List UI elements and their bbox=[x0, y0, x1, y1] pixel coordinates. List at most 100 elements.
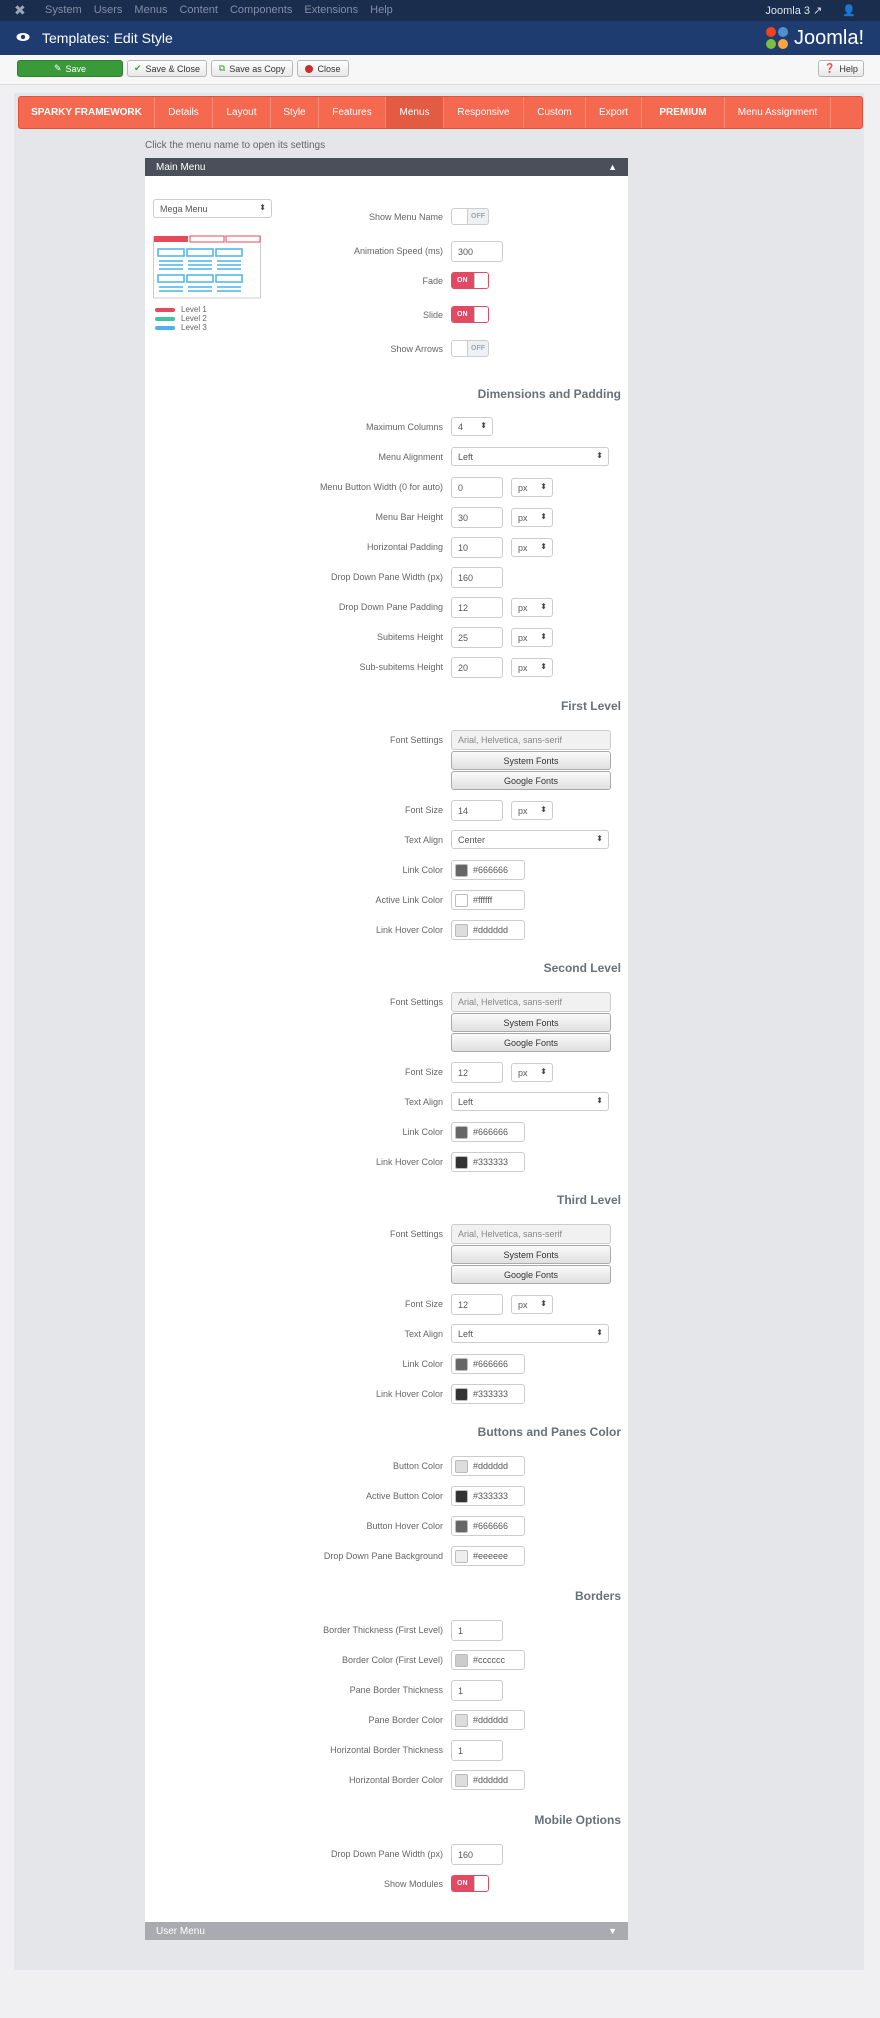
second-text-align-select[interactable]: Left⬍ bbox=[451, 1092, 609, 1111]
save-copy-button[interactable]: ⧉Save as Copy bbox=[211, 60, 293, 77]
tab-details[interactable]: Details bbox=[155, 97, 213, 128]
menu-system[interactable]: System bbox=[45, 4, 82, 16]
button-hover-color-picker[interactable]: #666666 bbox=[451, 1516, 525, 1536]
toggle-state: OFF bbox=[471, 213, 485, 220]
site-link[interactable]: Joomla 3 ↗ bbox=[765, 4, 822, 17]
save-close-button[interactable]: ✔Save & Close bbox=[127, 60, 207, 77]
first-font-settings-field[interactable]: Arial, Helvetica, sans-serif bbox=[451, 730, 611, 750]
second-font-settings-field[interactable]: Arial, Helvetica, sans-serif bbox=[451, 992, 611, 1012]
tab-sparky-framework[interactable]: SPARKY FRAMEWORK bbox=[19, 97, 155, 128]
third-text-align-select[interactable]: Left⬍ bbox=[451, 1324, 609, 1343]
button-width-unit-select[interactable]: px⬍ bbox=[511, 478, 553, 497]
subitems-height-input[interactable]: 25 bbox=[451, 627, 503, 648]
menu-components[interactable]: Components bbox=[229, 4, 293, 16]
third-font-settings-label: Font Settings bbox=[389, 1229, 443, 1239]
tab-menu-assignment[interactable]: Menu Assignment bbox=[725, 97, 831, 128]
bar-height-input[interactable]: 30 bbox=[451, 507, 503, 528]
second-font-size-unit-select[interactable]: px⬍ bbox=[511, 1063, 553, 1082]
menu-type-select[interactable]: Mega Menu⬍ bbox=[153, 199, 272, 218]
show-modules-toggle[interactable]: ON bbox=[451, 1875, 489, 1892]
show-arrows-toggle[interactable]: OFF bbox=[451, 340, 489, 357]
menu-content[interactable]: Content bbox=[179, 4, 218, 16]
subitems-height-unit-select[interactable]: px⬍ bbox=[511, 628, 553, 647]
mobile-pane-width-input[interactable]: 160 bbox=[451, 1844, 503, 1865]
menu-alignment-label: Menu Alignment bbox=[378, 452, 443, 462]
third-link-hover-color-picker[interactable]: #333333 bbox=[451, 1384, 525, 1404]
level-3-swatch bbox=[155, 325, 175, 330]
h-padding-unit-select[interactable]: px⬍ bbox=[511, 538, 553, 557]
first-active-link-color-picker[interactable]: #ffffff bbox=[451, 890, 525, 910]
h-border-thickness-input[interactable]: 1 bbox=[451, 1740, 503, 1761]
max-columns-select[interactable]: 4⬍ bbox=[451, 417, 493, 436]
h-border-color-picker[interactable]: #dddddd bbox=[451, 1770, 525, 1790]
pane-width-input[interactable]: 160 bbox=[451, 567, 503, 588]
joomla-icon[interactable]: ✖ bbox=[14, 2, 26, 18]
bar-height-unit-select[interactable]: px⬍ bbox=[511, 508, 553, 527]
menu-type-value: Mega Menu bbox=[160, 203, 208, 214]
save-button[interactable]: ✎Save bbox=[17, 60, 123, 77]
help-button[interactable]: ❓Help bbox=[818, 60, 864, 77]
third-font-size-unit-select[interactable]: px⬍ bbox=[511, 1295, 553, 1314]
first-text-align-select[interactable]: Center⬍ bbox=[451, 830, 609, 849]
unit-value: px bbox=[518, 482, 528, 493]
unit-value: px bbox=[518, 805, 528, 816]
subsubitems-height-input[interactable]: 20 bbox=[451, 657, 503, 678]
first-font-size-input[interactable]: 14 bbox=[451, 800, 503, 821]
third-font-size-label: Font Size bbox=[404, 1299, 443, 1309]
first-font-size-unit-select[interactable]: px ⬍ bbox=[511, 801, 553, 820]
close-button[interactable]: Close bbox=[297, 60, 349, 77]
user-icon[interactable]: 👤 bbox=[842, 5, 856, 17]
second-system-fonts-button[interactable]: System Fonts bbox=[451, 1013, 611, 1032]
user-menu-accordion[interactable]: User Menu▼ bbox=[145, 1922, 628, 1940]
pane-padding-input[interactable]: 12 bbox=[451, 597, 503, 618]
pane-border-thickness-input[interactable]: 1 bbox=[451, 1680, 503, 1701]
button-color-picker[interactable]: #dddddd bbox=[451, 1456, 525, 1476]
first-system-fonts-button[interactable]: System Fonts bbox=[451, 751, 611, 770]
tab-menus[interactable]: Menus bbox=[386, 97, 444, 128]
menu-menus[interactable]: Menus bbox=[134, 4, 168, 16]
pane-width-label: Drop Down Pane Width (px) bbox=[330, 572, 443, 582]
third-google-fonts-button[interactable]: Google Fonts bbox=[451, 1265, 611, 1284]
third-system-fonts-button[interactable]: System Fonts bbox=[451, 1245, 611, 1264]
tab-premium[interactable]: PREMIUM bbox=[642, 97, 725, 128]
animation-speed-input[interactable]: 300 bbox=[451, 241, 503, 262]
pane-border-color-picker[interactable]: #dddddd bbox=[451, 1710, 525, 1730]
tab-export[interactable]: Export bbox=[586, 97, 642, 128]
show-modules-label: Show Modules bbox=[383, 1879, 443, 1889]
first-google-fonts-button[interactable]: Google Fonts bbox=[451, 771, 611, 790]
border-color-first-picker[interactable]: #cccccc bbox=[451, 1650, 525, 1670]
show-menu-name-toggle[interactable]: OFF bbox=[451, 208, 489, 225]
unit-value: px bbox=[518, 632, 528, 643]
slide-toggle[interactable]: ON bbox=[451, 306, 489, 323]
subsubitems-height-unit-select[interactable]: px⬍ bbox=[511, 658, 553, 677]
first-active-link-color-label: Active Link Color bbox=[375, 895, 443, 905]
tab-responsive[interactable]: Responsive bbox=[444, 97, 524, 128]
pane-bg-color-picker[interactable]: #eeeeee bbox=[451, 1546, 525, 1566]
tab-features[interactable]: Features bbox=[319, 97, 386, 128]
menu-alignment-select[interactable]: Left⬍ bbox=[451, 447, 609, 466]
second-font-size-input[interactable]: 12 bbox=[451, 1062, 503, 1083]
tab-layout[interactable]: Layout bbox=[213, 97, 271, 128]
h-padding-input[interactable]: 10 bbox=[451, 537, 503, 558]
third-link-color-picker[interactable]: #666666 bbox=[451, 1354, 525, 1374]
second-link-color-picker[interactable]: #666666 bbox=[451, 1122, 525, 1142]
third-font-settings-field[interactable]: Arial, Helvetica, sans-serif bbox=[451, 1224, 611, 1244]
first-link-color-picker[interactable]: #666666 bbox=[451, 860, 525, 880]
tab-custom[interactable]: Custom bbox=[524, 97, 586, 128]
active-button-color-picker[interactable]: #333333 bbox=[451, 1486, 525, 1506]
first-link-hover-color-picker[interactable]: #dddddd bbox=[451, 920, 525, 940]
color-value: #666666 bbox=[473, 1359, 509, 1369]
second-link-hover-color-picker[interactable]: #333333 bbox=[451, 1152, 525, 1172]
fade-toggle[interactable]: ON bbox=[451, 272, 489, 289]
third-font-size-input[interactable]: 12 bbox=[451, 1294, 503, 1315]
select-arrow-icon: ⬍ bbox=[540, 805, 547, 814]
main-menu-accordion[interactable]: Main Menu▲ bbox=[145, 158, 628, 176]
menu-users[interactable]: Users bbox=[93, 4, 123, 16]
pane-padding-unit-select[interactable]: px⬍ bbox=[511, 598, 553, 617]
menu-extensions[interactable]: Extensions bbox=[304, 4, 359, 16]
button-width-input[interactable]: 0 bbox=[451, 477, 503, 498]
menu-help[interactable]: Help bbox=[370, 4, 393, 16]
second-google-fonts-button[interactable]: Google Fonts bbox=[451, 1033, 611, 1052]
tab-style[interactable]: Style bbox=[271, 97, 319, 128]
border-thickness-first-input[interactable]: 1 bbox=[451, 1620, 503, 1641]
